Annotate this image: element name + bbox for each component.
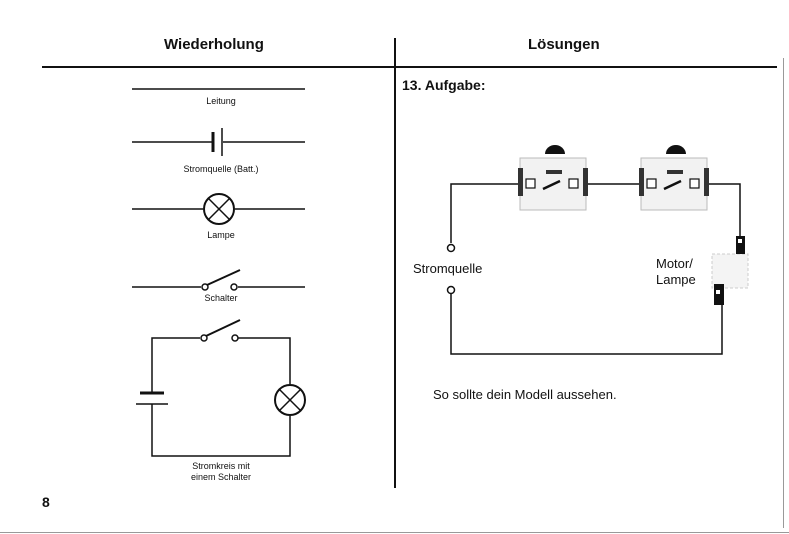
battery-symbol <box>132 128 305 156</box>
section-title-solutions: Lösungen <box>528 36 600 53</box>
caption-wire: Leitung <box>206 96 236 106</box>
caption-lamp: Lampe <box>207 230 235 240</box>
label-motor-line2: Lampe <box>656 272 696 287</box>
page-bottom-edge <box>0 532 789 533</box>
switch-module-1 <box>518 145 588 211</box>
page-edge <box>783 58 784 528</box>
label-power-source: Stromquelle <box>413 261 483 276</box>
page-number: 8 <box>42 494 50 510</box>
switch-symbol <box>132 269 305 291</box>
header-divider <box>42 66 777 68</box>
label-motor-lamp: Motor/ Lampe <box>656 256 716 288</box>
caption-switch: Schalter <box>204 293 238 303</box>
caption-circuit: Stromkreis mit einem Schalter <box>151 461 291 483</box>
label-motor-line1: Motor/ <box>656 256 693 271</box>
model-wiring <box>446 183 741 355</box>
motor-lamp-module <box>711 236 749 305</box>
model-caption: So sollte dein Modell aussehen. <box>433 387 617 402</box>
section-title-review: Wiederholung <box>164 36 264 53</box>
lamp-symbol <box>132 193 305 225</box>
column-divider <box>394 38 396 488</box>
caption-circuit-line1: Stromkreis mit <box>192 461 250 471</box>
task-title: 13. Aufgabe: <box>402 77 486 93</box>
switch-module-2 <box>639 145 709 211</box>
caption-power-source: Stromquelle (Batt.) <box>183 164 259 174</box>
caption-circuit-line2: einem Schalter <box>190 472 252 482</box>
circuit-with-switch <box>136 319 306 457</box>
